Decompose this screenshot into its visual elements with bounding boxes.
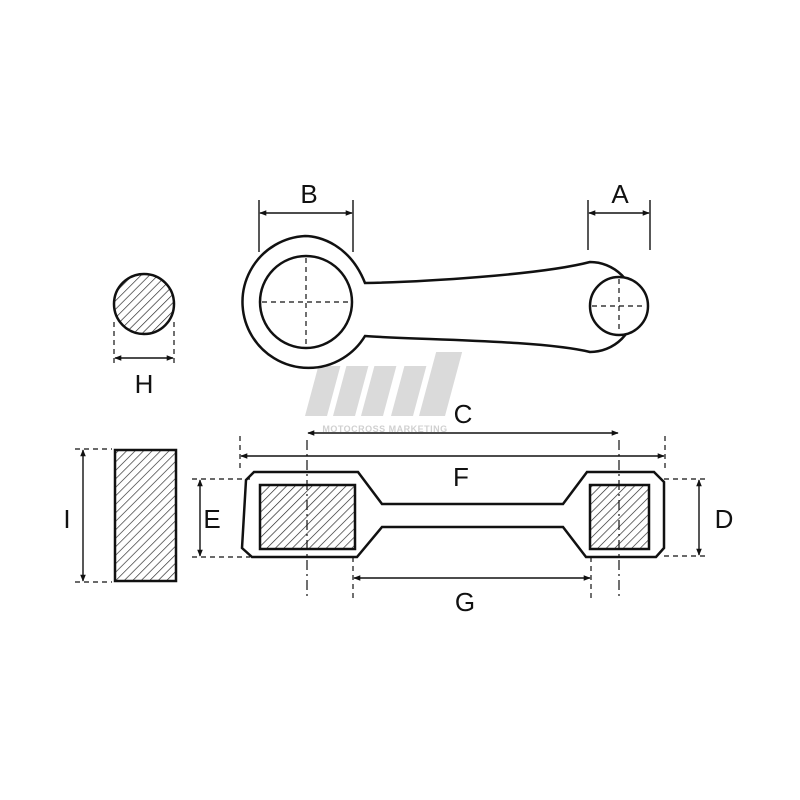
pin-section-circle bbox=[112, 272, 176, 336]
dimension-d: D bbox=[664, 478, 734, 557]
watermark-caption: MOTOCROSS MARKETING bbox=[322, 424, 447, 434]
label-c: C bbox=[454, 399, 473, 429]
label-a: A bbox=[611, 179, 629, 209]
dimension-e: E bbox=[192, 478, 250, 558]
dimension-g: G bbox=[352, 557, 592, 617]
label-f: F bbox=[453, 462, 469, 492]
side-section-rect bbox=[113, 448, 178, 583]
rod-side-view bbox=[240, 440, 666, 596]
pin-section: H bbox=[112, 272, 176, 399]
label-b: B bbox=[300, 179, 317, 209]
dimension-f: F bbox=[239, 436, 666, 492]
rod-top-outline bbox=[241, 234, 637, 370]
side-section-block: I bbox=[63, 448, 178, 583]
dimension-c: C bbox=[307, 399, 619, 436]
label-e: E bbox=[203, 504, 220, 534]
label-i: I bbox=[63, 504, 70, 534]
top-view-centerlines bbox=[262, 258, 646, 346]
label-g: G bbox=[455, 587, 475, 617]
dimension-b: B bbox=[258, 179, 354, 252]
label-d: D bbox=[715, 504, 734, 534]
rod-top-view bbox=[241, 234, 650, 370]
watermark-logo: md MOTOCROSS MARKETING bbox=[304, 352, 463, 434]
dimension-a: A bbox=[587, 179, 651, 250]
label-h: H bbox=[135, 369, 154, 399]
big-end-bore bbox=[258, 254, 354, 350]
